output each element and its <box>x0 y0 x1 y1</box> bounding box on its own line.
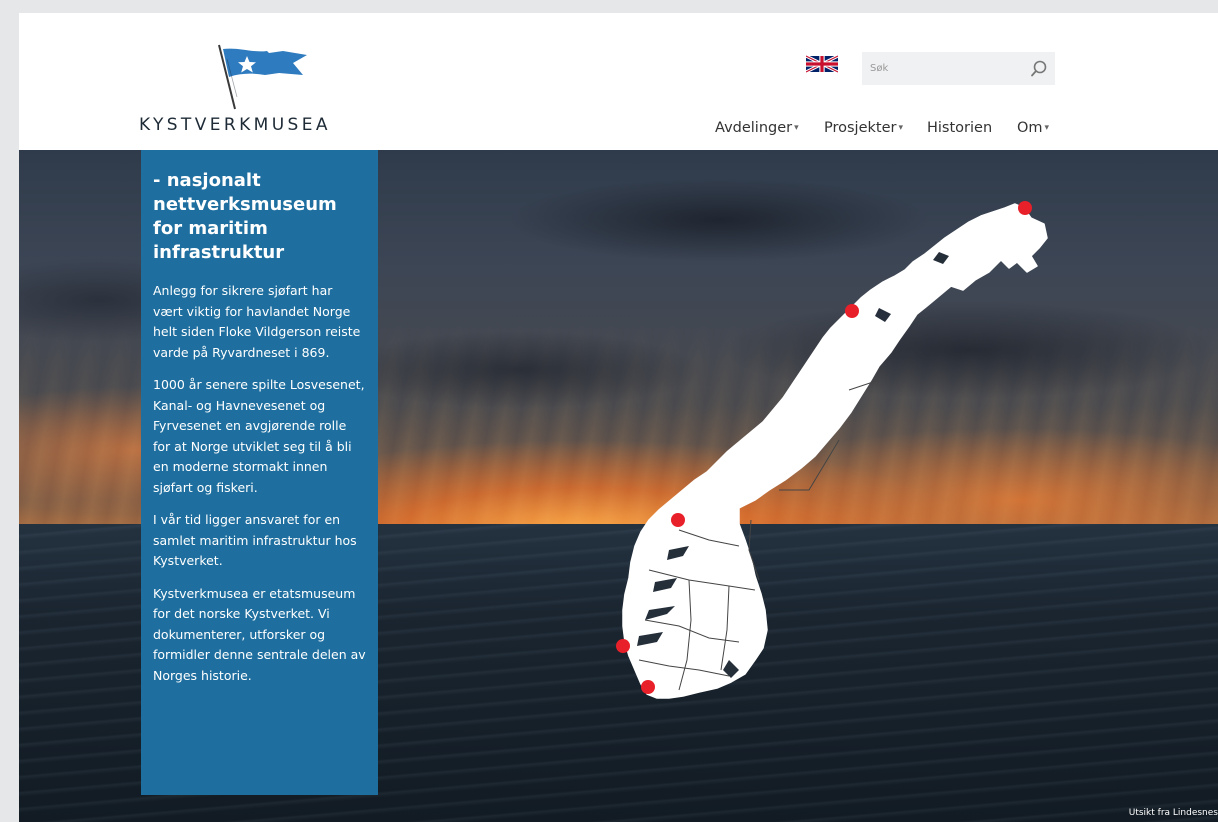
nav-item-historien[interactable]: Historien <box>927 116 1017 140</box>
map-marker[interactable] <box>845 304 859 318</box>
map-marker[interactable] <box>641 680 655 694</box>
norway-shape <box>622 203 1048 699</box>
map-marker[interactable] <box>616 639 630 653</box>
panel-paragraph: Kystverkmusea er etatsmuseum for det nor… <box>153 585 366 683</box>
chevron-down-icon: ▾ <box>898 123 904 133</box>
hero-section: - nasjonalt nettverksmuseum for maritim … <box>19 150 1218 822</box>
info-panel: - nasjonalt nettverksmuseum for maritim … <box>141 150 378 795</box>
nav-label: Avdelinger <box>715 120 793 136</box>
main-nav: Avdelinger ▾ Prosjekter ▾ Historien Om ▾ <box>715 116 1057 140</box>
search-icon[interactable] <box>1029 59 1049 79</box>
brand-name: KYSTVERKMUSEA <box>139 115 331 135</box>
site-logo[interactable]: KYSTVERKMUSEA <box>139 43 369 138</box>
nav-item-om[interactable]: Om ▾ <box>1017 116 1057 140</box>
panel-paragraph: I vår tid ligger ansvaret for en samlet … <box>153 512 357 568</box>
county-borders <box>638 379 880 691</box>
map-marker[interactable] <box>1018 201 1032 215</box>
fjords <box>637 252 949 678</box>
chevron-down-icon: ▾ <box>794 123 799 133</box>
uk-flag-icon[interactable] <box>806 55 838 73</box>
nav-label: Prosjekter <box>824 120 897 136</box>
nav-label: Om <box>1017 120 1043 136</box>
nav-label: Historien <box>927 120 993 136</box>
panel-title: - nasjonalt nettverksmuseum for maritim … <box>153 170 337 263</box>
site-header: KYSTVERKMUSEA Avdelinger ▾ Prosjekter ▾ <box>19 13 1218 150</box>
panel-paragraph: Anlegg for sikrere sjøfart har vært vikt… <box>153 283 361 360</box>
map-markers <box>616 201 1032 694</box>
flag-logo-icon <box>218 44 307 110</box>
search-input[interactable] <box>870 52 1030 85</box>
search-box <box>862 52 1055 85</box>
page: KYSTVERKMUSEA Avdelinger ▾ Prosjekter ▾ <box>19 13 1218 822</box>
photo-caption: Utsikt fra Lindesnes <box>1128 808 1218 818</box>
chevron-down-icon: ▾ <box>1044 123 1050 133</box>
norway-map[interactable] <box>579 190 1059 710</box>
nav-item-avdelinger[interactable]: Avdelinger ▾ <box>715 116 824 140</box>
map-marker[interactable] <box>671 513 685 527</box>
nav-item-prosjekter[interactable]: Prosjekter ▾ <box>824 116 927 140</box>
panel-paragraph: 1000 år senere spilte Losvesenet, Kanal-… <box>153 377 365 495</box>
